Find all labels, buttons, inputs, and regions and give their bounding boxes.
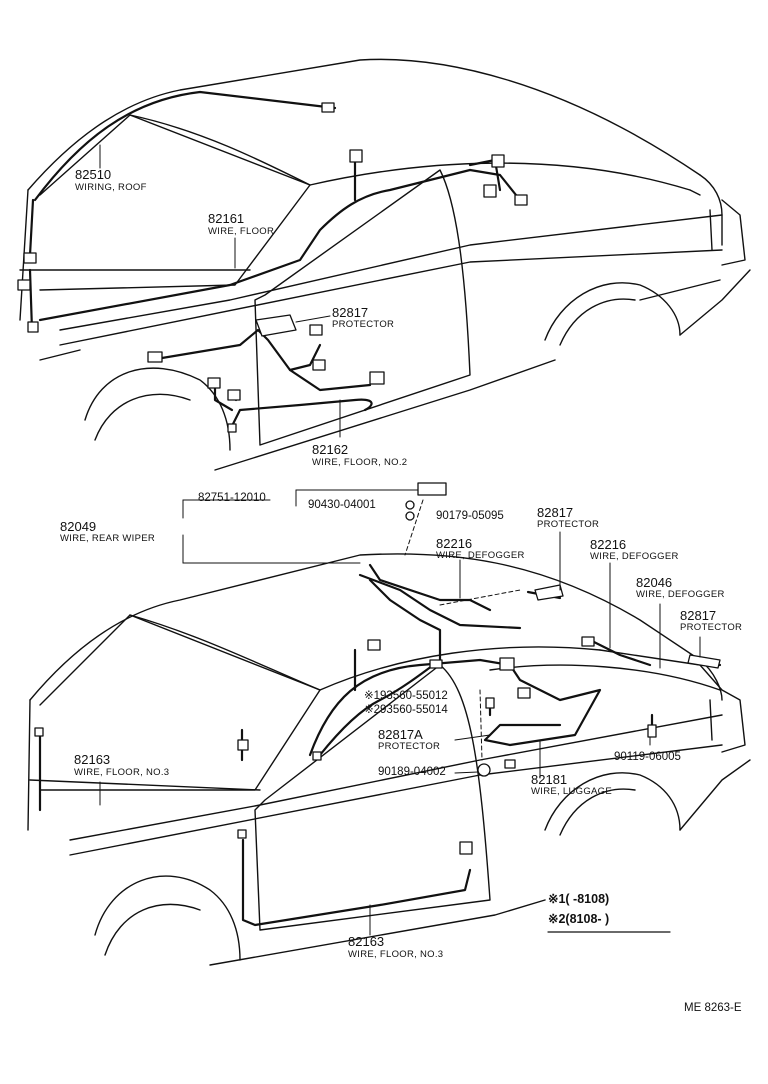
dashed-leaders <box>404 499 521 761</box>
callout-82163-2-desc: WIRE, FLOOR, NO.3 <box>348 949 444 960</box>
upper-car-connectors <box>17 102 528 433</box>
callout-82161-desc: WIRE, FLOOR <box>208 226 275 237</box>
callout-82817-2-number: 82817 <box>537 505 574 520</box>
callout-82163-number: 82163 <box>74 752 111 767</box>
note-1: ※1( -8108) <box>548 892 610 906</box>
callout-82049-desc: WIRE, REAR WIPER <box>60 533 156 544</box>
callout-82216-2-number: 82216 <box>590 537 627 552</box>
callout-82817-number: 82817 <box>332 305 369 320</box>
callout-82161-number: 82161 <box>208 211 245 226</box>
callout-93560-55012-number: ※193560-55012 <box>364 690 448 702</box>
callout-82163-desc: WIRE, FLOOR, NO.3 <box>74 767 170 778</box>
callout-82163-2-number: 82163 <box>348 934 385 949</box>
callout-82216-desc: WIRE, DEFOGGER <box>436 550 525 561</box>
callout-82510-number: 82510 <box>75 167 112 182</box>
callout-82162-desc: WIRE, FLOOR, NO.2 <box>312 457 408 468</box>
lower-car-connectors <box>34 482 721 855</box>
callout-82049-number: 82049 <box>60 519 97 534</box>
callout-93560-55014-number: ※293560-55014 <box>364 704 448 716</box>
callout-82162-number: 82162 <box>312 442 349 457</box>
callout-82046-desc: WIRE, DEFOGGER <box>636 589 725 600</box>
callout-90179-number: 90179-05095 <box>436 510 504 522</box>
callout-82216-2-desc: WIRE, DEFOGGER <box>590 551 679 562</box>
callout-82046-number: 82046 <box>636 575 673 590</box>
reference-code: ME 8263-E <box>684 1002 742 1014</box>
callout-82216-number: 82216 <box>436 536 473 551</box>
callout-90430-number: 90430-04001 <box>308 499 376 511</box>
callout-82817A-desc: PROTECTOR <box>378 741 441 752</box>
callout-90189-number: 90189-04002 <box>378 766 446 778</box>
callout-90119-number: 90119-06005 <box>614 751 681 763</box>
callout-82510-desc: WIRING, ROOF <box>75 182 147 193</box>
note-2: ※2(8108- ) <box>548 912 610 926</box>
callout-82817-3-desc: PROTECTOR <box>680 622 743 633</box>
upper-car-harnesses <box>28 90 522 432</box>
callout-82181-desc: WIRE, LUGGAGE <box>531 786 612 797</box>
callout-82751-number: 82751-12010 <box>198 492 266 504</box>
upper-car-body <box>19 58 751 471</box>
callout-82817-3-number: 82817 <box>680 608 717 623</box>
callout-82817-desc: PROTECTOR <box>332 319 395 330</box>
callout-82817-2-desc: PROTECTOR <box>537 519 600 530</box>
callout-82181-number: 82181 <box>531 772 568 787</box>
leader-lines <box>99 144 701 936</box>
callout-82817A-number: 82817A <box>378 727 423 742</box>
